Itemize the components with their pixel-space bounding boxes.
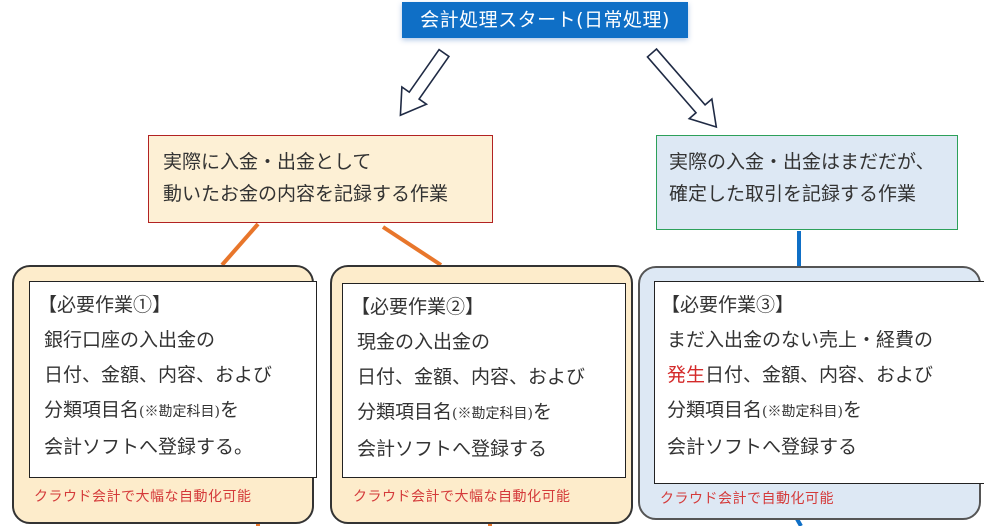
- account-title-note: (※勘定科目): [452, 406, 533, 422]
- accrual-branch-node: 実際の入金・出金はまだだが、 確定した取引を記録する作業: [656, 135, 958, 230]
- arrow-down-right-icon: [646, 47, 718, 129]
- accrual-branch-line2: 確定した取引を記録する作業: [669, 183, 917, 205]
- task-card-line-text: を: [219, 399, 239, 421]
- task-card-1-body: 【必要作業①】 銀行口座の入出金の 日付、金額、内容、および 分類項目名(※勘定…: [29, 281, 317, 478]
- automation-note: クラウド会計で自動化可能: [660, 491, 834, 507]
- task-card-line: 発生日付、金額、内容、および: [667, 358, 975, 393]
- connector-cash-to-card2: [381, 225, 443, 267]
- task-card-line-text: 日付、金額、内容、および: [44, 364, 273, 386]
- task-card-1: 【必要作業①】 銀行口座の入出金の 日付、金額、内容、および 分類項目名(※勘定…: [12, 265, 317, 524]
- task-card-line: 現金の入出金の: [357, 331, 491, 353]
- account-title-note: (※勘定科目): [762, 404, 843, 420]
- task-card-title: 【必要作業①】: [38, 294, 172, 316]
- task-card-line-text: 分類項目名: [667, 399, 763, 421]
- task-card-line: 分類項目名(※勘定科目)を: [357, 395, 615, 432]
- task-card-line-text: 日付、金額、内容、および: [705, 364, 934, 386]
- task-card-line: 会計ソフトへ登録する: [667, 436, 858, 458]
- automation-note: クラウド会計で大幅な自動化可能: [353, 489, 571, 505]
- task-card-line: 分類項目名(※勘定科目)を: [44, 393, 306, 430]
- cash-branch-line1: 実際に入金・出金として: [163, 151, 372, 173]
- connector-card3-bottom: [795, 518, 803, 526]
- task-card-title: 【必要作業③】: [661, 294, 795, 316]
- task-card-line-text: 日付、金額、内容、および: [357, 366, 586, 388]
- task-card-2-body: 【必要作業②】 現金の入出金の 日付、金額、内容、および 分類項目名(※勘定科目…: [342, 283, 626, 478]
- task-card-2: 【必要作業②】 現金の入出金の 日付、金額、内容、および 分類項目名(※勘定科目…: [330, 265, 633, 524]
- task-card-line: 日付、金額、内容、および: [44, 358, 306, 393]
- account-title-note: (※勘定科目): [139, 404, 220, 420]
- automation-note: クラウド会計で大幅な自動化可能: [34, 489, 252, 505]
- task-card-line-text: 分類項目名: [357, 401, 453, 423]
- task-card-line: 会計ソフトへ登録する。: [44, 436, 254, 458]
- task-card-3: 【必要作業③】 まだ入出金のない売上・経費の 発生日付、金額、内容、および 分類…: [638, 266, 984, 520]
- task-card-line-text: 分類項目名: [44, 399, 140, 421]
- start-node: 会計処理スタート(日常処理): [402, 2, 688, 38]
- task-card-title: 【必要作業②】: [351, 296, 485, 318]
- connector-cash-to-card1: [220, 222, 260, 267]
- task-card-3-body: 【必要作業③】 まだ入出金のない売上・経費の 発生日付、金額、内容、および 分類…: [654, 281, 984, 484]
- task-card-line: 会計ソフトへ登録する: [357, 438, 548, 460]
- task-card-line: まだ入出金のない売上・経費の: [667, 329, 934, 351]
- start-label: 会計処理スタート(日常処理): [420, 9, 670, 31]
- highlight-text: 発生: [667, 364, 706, 386]
- cash-branch-line2: 動いたお金の内容を記録する作業: [163, 183, 449, 205]
- accrual-branch-line1: 実際の入金・出金はまだだが、: [669, 151, 935, 173]
- task-card-line-text: を: [532, 401, 552, 423]
- task-card-line: 分類項目名(※勘定科目)を: [667, 393, 975, 430]
- cash-branch-node: 実際に入金・出金として 動いたお金の内容を記録する作業: [148, 135, 493, 223]
- task-card-line: 銀行口座の入出金の: [44, 329, 216, 351]
- task-card-line-text: を: [842, 399, 862, 421]
- task-card-line: 日付、金額、内容、および: [357, 360, 615, 395]
- arrow-down-left-icon: [399, 48, 451, 117]
